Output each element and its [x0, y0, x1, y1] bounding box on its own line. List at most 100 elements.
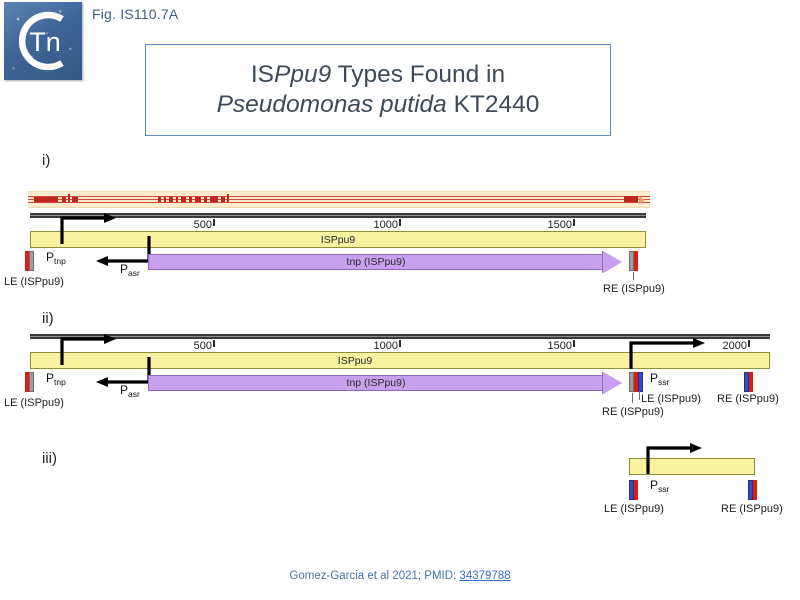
ruler-tick-label: 1000	[373, 340, 398, 352]
tnp-arrow-head-icon	[603, 251, 622, 273]
ruler-tick	[399, 219, 401, 226]
marker-bar-blue	[637, 372, 643, 392]
feature-block	[624, 196, 638, 202]
feature-track-line-mid	[28, 199, 650, 200]
tnp-gene-label: tnp (ISPpu9)	[346, 256, 406, 268]
is-element-bar-i: ISPpu9	[30, 231, 646, 248]
is-element-bar-iii	[629, 458, 755, 475]
end-marker-le-label-iii: LE (ISPpu9)	[604, 503, 664, 515]
end-marker-re2-label-ii: RE (ISPpu9)	[717, 393, 779, 405]
ruler-tick-label: 1500	[547, 340, 572, 352]
end-marker-re-label-iii: RE (ISPpu9)	[721, 503, 783, 515]
tnp-arrow-body	[148, 254, 603, 270]
marker-bar-red	[25, 251, 29, 271]
marker-bar-gray	[629, 251, 634, 271]
end-marker-re-label-ii: RE (ISPpu9)	[602, 406, 664, 418]
promoter-pssr-label-ii: Pssr	[650, 371, 670, 387]
ruler-tick	[748, 340, 750, 347]
end-marker-re2-ii	[744, 372, 753, 392]
feature-track-line-bottom	[28, 202, 650, 203]
promoter-ptnp-label-ii: Ptnp	[46, 371, 66, 387]
feature-track-line-top	[28, 196, 650, 197]
panel-label-iii: iii)	[42, 450, 57, 467]
leader-line	[632, 393, 633, 403]
marker-bar-blue	[748, 480, 753, 500]
title-suffix: Types Found in	[331, 61, 506, 89]
citation-text: Gomez-Garcia et al 2021; PMID:	[289, 570, 460, 582]
feature-block	[221, 197, 225, 202]
title-organism: Pseudomonas putida	[216, 91, 447, 118]
leader-line	[639, 391, 640, 400]
feature-block	[210, 196, 218, 202]
feature-block	[181, 197, 186, 202]
feature-block	[169, 197, 173, 202]
pmid-link[interactable]: 34379788	[459, 570, 511, 582]
promoter-pssr-arrow-iii	[644, 443, 706, 475]
scale-ruler-i	[30, 213, 646, 218]
feature-block	[164, 197, 166, 202]
end-marker-le2-label-ii: LE (ISPpu9)	[641, 393, 701, 405]
title-strain: KT2440	[446, 91, 540, 118]
end-marker-le-i	[25, 251, 34, 271]
panel-label-i: i)	[42, 152, 51, 169]
tnp-gene-arrow-ii: tnp (ISPpu9)	[148, 372, 622, 394]
ruler-tick	[573, 219, 575, 226]
ruler-tick-label: 500	[193, 219, 212, 231]
promoter-ptnp-arrow-ii	[58, 334, 120, 366]
feature-block	[227, 194, 229, 202]
marker-bar-gray	[629, 372, 634, 392]
feature-block	[68, 194, 70, 202]
genome-feature-track	[28, 191, 650, 208]
marker-bar-red	[749, 372, 753, 392]
feature-arrowhead-icon	[639, 195, 645, 204]
feature-block	[189, 197, 192, 202]
ruler-tick	[213, 340, 215, 347]
panel-label-ii: ii)	[42, 310, 54, 327]
figure-label: Fig. IS110.7A	[92, 6, 179, 22]
end-marker-le-ii	[25, 372, 34, 392]
end-marker-junction-ii	[629, 372, 643, 392]
end-marker-le-label-i: LE (ISPpu9)	[4, 276, 64, 288]
feature-block	[72, 197, 78, 202]
title-species-code: Ppu9	[274, 61, 332, 89]
tnp-gene-arrow-i: tnp (ISPpu9)	[148, 251, 622, 273]
is-element-bar-ii: ISPpu9	[30, 352, 770, 369]
ruler-tick-label: 2000	[722, 340, 747, 352]
promoter-pssr-arrow-ii	[627, 338, 707, 370]
feature-block	[158, 197, 161, 202]
marker-bar-gray	[28, 372, 34, 392]
citation-footer: Gomez-Garcia et al 2021; PMID: 34379788	[0, 570, 800, 582]
feature-block	[176, 197, 178, 202]
is-element-label: ISPpu9	[320, 233, 356, 246]
leader-line	[633, 272, 634, 280]
tnp-arrow-head-icon	[603, 372, 622, 394]
page-title-line-2: Pseudomonas putida KT2440	[217, 90, 540, 120]
marker-bar-red	[25, 372, 29, 392]
title-box: ISPpu9 Types Found in Pseudomonas putida…	[145, 44, 611, 136]
ruler-tick-label: 1000	[373, 219, 398, 231]
marker-bar-gray	[28, 251, 34, 271]
is-element-label: ISPpu9	[337, 354, 373, 367]
tnp-gene-label: tnp (ISPpu9)	[346, 377, 406, 389]
ruler-tick	[213, 219, 215, 226]
scale-ruler-ii	[30, 334, 770, 339]
ruler-tick-label: 500	[193, 340, 212, 352]
marker-bar-red	[753, 480, 757, 500]
promoter-pasr-label-ii: Pasr	[120, 383, 140, 399]
ruler-tick	[399, 340, 401, 347]
page-title-line-1: ISPpu9 Types Found in	[251, 60, 505, 90]
feature-block	[62, 197, 66, 202]
end-marker-le-iii	[629, 480, 638, 500]
feature-block	[195, 197, 201, 202]
promoter-ptnp-arrow-i	[58, 213, 120, 245]
end-marker-re-iii	[748, 480, 757, 500]
ctn-logo: Tn	[4, 2, 82, 80]
marker-bar-blue	[744, 372, 749, 392]
feature-block	[34, 197, 58, 202]
promoter-pasr-label-i: Pasr	[120, 262, 140, 278]
end-marker-re-label-i: RE (ISPpu9)	[603, 283, 665, 295]
ruler-tick	[573, 340, 575, 347]
promoter-pssr-label-iii: Pssr	[650, 478, 670, 494]
promoter-ptnp-label-i: Ptnp	[46, 250, 66, 266]
end-marker-re-i	[629, 251, 638, 271]
